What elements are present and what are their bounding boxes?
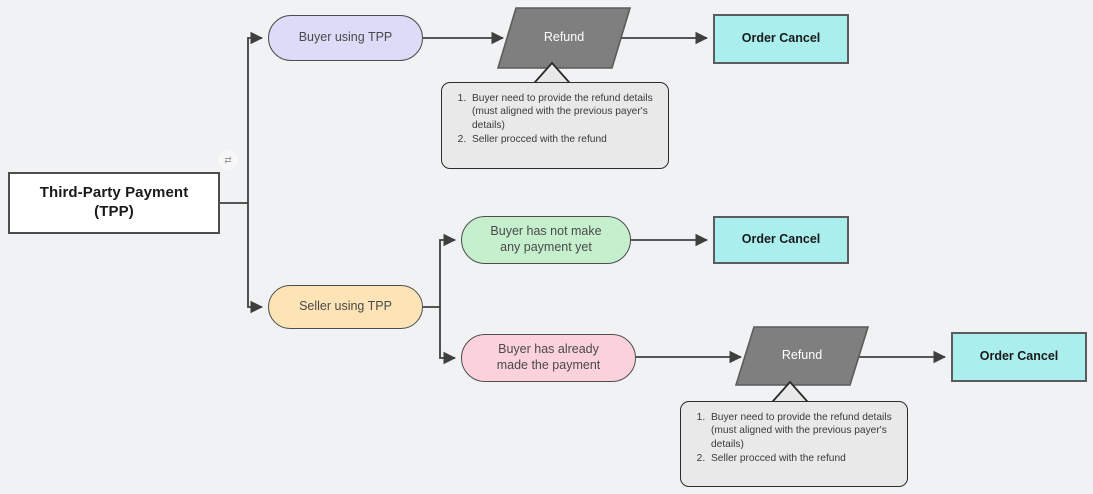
- node-third-party-payment[interactable]: Third-Party Payment (TPP): [8, 172, 220, 234]
- root-title-line2: (TPP): [94, 203, 134, 220]
- note-refund-top-item-1: Buyer need to provide the refund details…: [469, 92, 656, 132]
- edge-seller-to-nopayment: [439, 233, 457, 307]
- note-refund-bottom-item-1: Buyer need to provide the refund details…: [708, 411, 895, 451]
- note-refund-top-item-2: Seller procced with the refund: [469, 133, 656, 146]
- node-order-cancel-1[interactable]: Order Cancel: [713, 14, 849, 64]
- node-buyer-using-tpp[interactable]: Buyer using TPP: [268, 15, 423, 61]
- note-refund-bottom: Buyer need to provide the refund details…: [680, 401, 908, 487]
- node-buyer-no-payment-line2: any payment yet: [500, 240, 592, 254]
- node-buyer-no-payment[interactable]: Buyer has not make any payment yet: [461, 216, 631, 264]
- refund-top-shape: [496, 7, 632, 69]
- node-buyer-using-tpp-label: Buyer using TPP: [298, 30, 393, 45]
- note-refund-top: Buyer need to provide the refund details…: [441, 82, 669, 169]
- node-order-cancel-3-label: Order Cancel: [979, 349, 1059, 364]
- node-seller-using-tpp[interactable]: Seller using TPP: [268, 285, 423, 329]
- edge-root-to-buyer: [247, 31, 264, 203]
- shuffle-icon: ⇄: [218, 150, 238, 170]
- edge-seller-to-paid: [439, 307, 457, 365]
- node-seller-using-tpp-label: Seller using TPP: [299, 299, 392, 314]
- node-order-cancel-3[interactable]: Order Cancel: [951, 332, 1087, 382]
- node-order-cancel-2[interactable]: Order Cancel: [713, 216, 849, 264]
- root-title-line1: Third-Party Payment: [39, 184, 189, 202]
- edge-root-to-seller: [247, 203, 264, 314]
- refund-bottom-shape: [734, 326, 870, 386]
- note-refund-bottom-item-2: Seller procced with the refund: [708, 452, 895, 465]
- node-order-cancel-1-label: Order Cancel: [741, 31, 821, 46]
- node-buyer-no-payment-line1: Buyer has not make: [490, 224, 602, 239]
- node-buyer-already-paid-line2: made the payment: [496, 358, 601, 372]
- node-buyer-already-paid[interactable]: Buyer has already made the payment: [461, 334, 636, 382]
- node-buyer-already-paid-line1: Buyer has already: [498, 342, 599, 357]
- node-order-cancel-2-label: Order Cancel: [741, 232, 821, 247]
